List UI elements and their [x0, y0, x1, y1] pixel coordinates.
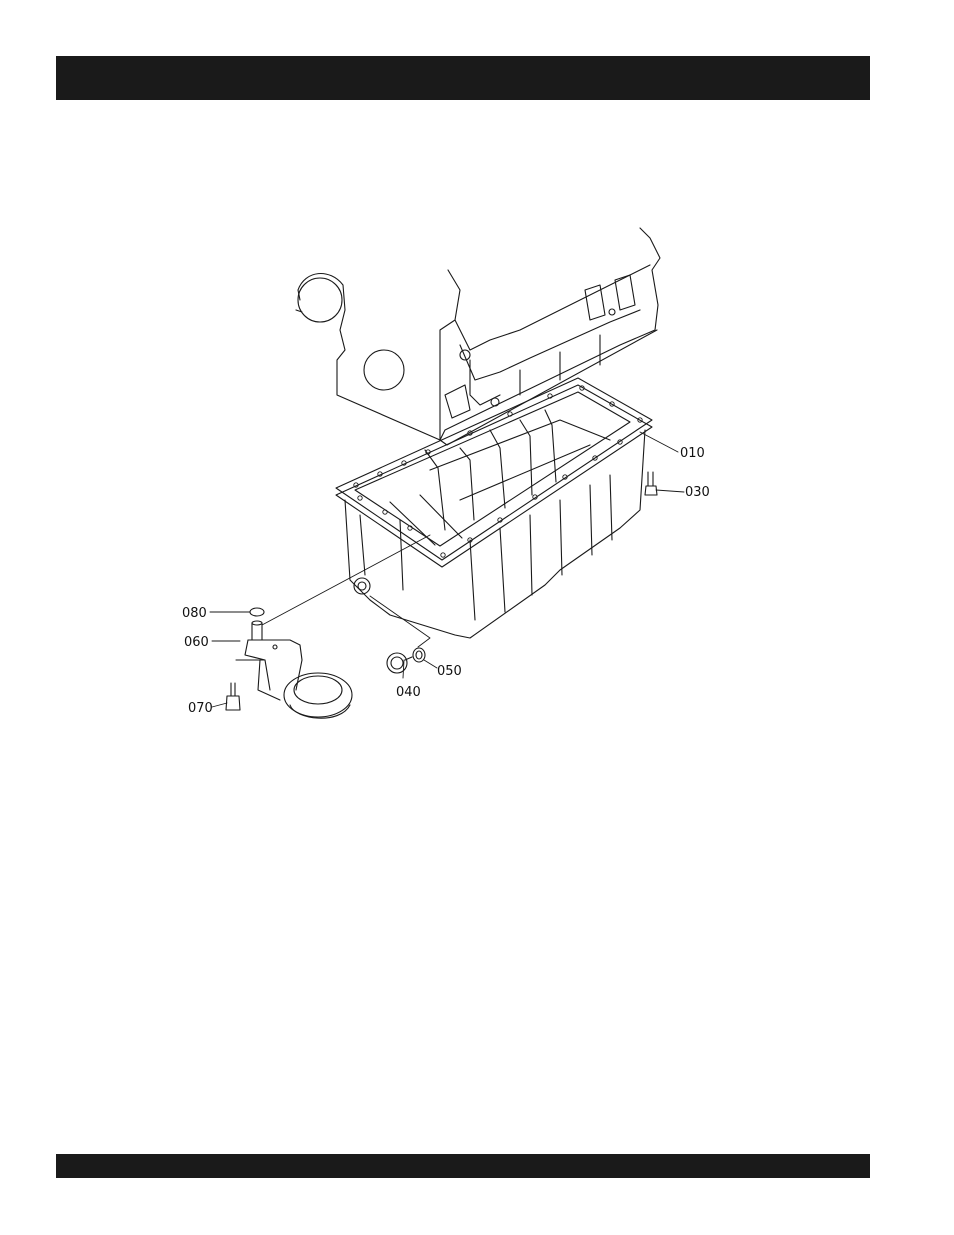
callout-080: 080	[182, 606, 207, 621]
oil-strainer	[236, 621, 352, 718]
header-bar	[56, 56, 870, 100]
callout-010: 010	[680, 446, 705, 461]
callout-060: 060	[184, 635, 209, 650]
callout-070: 070	[188, 701, 213, 716]
pan-bolt	[645, 472, 657, 495]
oil-pan-exploded-diagram: 010 030 040 050 060 070 080	[170, 220, 730, 740]
strainer-o-ring	[250, 608, 264, 616]
strainer-bolt	[226, 683, 240, 710]
engine-block	[296, 228, 660, 445]
oil-pan	[336, 378, 652, 638]
callout-030: 030	[685, 485, 710, 500]
callout-050: 050	[437, 664, 462, 679]
drain-plug-gasket	[413, 648, 425, 662]
callout-040: 040	[396, 685, 421, 700]
callouts: 010 030 040 050 060 070 080	[182, 446, 710, 716]
drain-plug	[387, 653, 412, 673]
footer-bar	[56, 1154, 870, 1178]
